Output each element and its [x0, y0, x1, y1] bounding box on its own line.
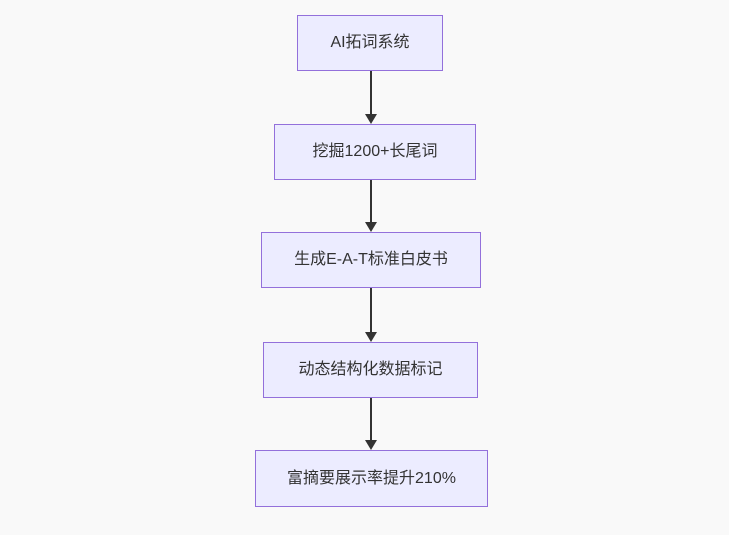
flow-node-ai-keyword-system: AI拓词系统	[297, 15, 443, 71]
flow-node-label: 动态结构化数据标记	[298, 361, 443, 379]
flow-node-eat-whitepaper: 生成E-A-T标准白皮书	[261, 232, 481, 288]
arrow-down-icon	[365, 222, 377, 232]
edge-line	[370, 398, 372, 442]
flow-node-longtail-keywords: 挖掘1200+长尾词	[274, 124, 476, 180]
flow-node-rich-snippet-rate: 富摘要展示率提升210%	[255, 450, 488, 507]
edge-line	[370, 288, 372, 334]
arrow-down-icon	[365, 332, 377, 342]
flow-node-label: 挖掘1200+长尾词	[312, 143, 438, 161]
flow-node-label: AI拓词系统	[330, 34, 410, 52]
flow-edge-3	[364, 288, 378, 342]
flow-edge-2	[364, 180, 378, 232]
arrow-down-icon	[365, 114, 377, 124]
arrow-down-icon	[365, 440, 377, 450]
edge-line	[370, 71, 372, 116]
flow-node-label: 富摘要展示率提升210%	[287, 469, 456, 487]
flow-node-label: 生成E-A-T标准白皮书	[294, 251, 448, 269]
flow-node-structured-data: 动态结构化数据标记	[263, 342, 478, 398]
flow-edge-4	[364, 398, 378, 450]
edge-line	[370, 180, 372, 224]
flow-edge-1	[364, 71, 378, 124]
